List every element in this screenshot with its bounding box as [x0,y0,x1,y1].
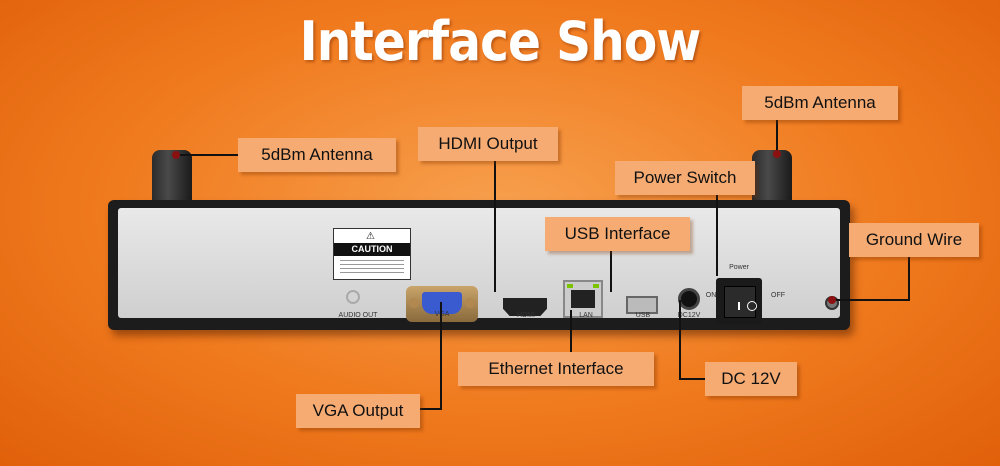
connector-dc-v [679,300,681,380]
lan-led [567,284,573,288]
label-ground-wire: Ground Wire [849,223,979,257]
label-antenna-left: 5dBm Antenna [238,138,396,172]
anchor-antenna-right [773,150,781,158]
on-label: ON [705,292,717,299]
connector-ground-h [832,299,910,301]
connector-hdmi [494,158,496,292]
connector-vga-v [440,302,442,410]
on-symbol-icon [738,302,740,310]
lan-label: LAN [579,312,593,319]
connector-ethernet [570,310,572,354]
switch-rocker [724,286,757,318]
label-dc-12v: DC 12V [705,362,797,396]
connector-power-switch [716,188,718,276]
label-hdmi-output: HDMI Output [418,127,558,161]
connector-dc-h [679,378,707,380]
dc-label: DC12V [677,312,701,319]
page-title: Interface Show [299,10,702,73]
anchor-antenna-left [172,151,180,159]
screw-icon [409,298,419,308]
audio-out-port [346,290,360,304]
dc-jack [678,288,700,310]
connector-usb [610,246,612,292]
nvr-device: ⚠ CAUTION AUDIO OUT VGA HDMI LAN USB DC1… [108,200,850,330]
usb-port [626,296,658,314]
off-label: OFF [771,292,785,299]
power-label: Power [729,264,749,271]
off-symbol-icon [747,301,757,311]
label-usb-interface: USB Interface [545,217,690,251]
rear-panel: ⚠ CAUTION AUDIO OUT VGA HDMI LAN USB DC1… [118,208,840,324]
audio-out-label: AUDIO OUT [338,312,378,319]
caution-fine-print [340,260,404,276]
lan-port [563,280,603,318]
label-vga-output: VGA Output [296,394,420,428]
usb-label: USB [635,312,651,319]
vga-connector [422,292,462,314]
power-switch [716,278,762,324]
hdmi-label: HDMI [517,312,535,319]
connector-antenna-left [176,154,238,156]
caution-sticker: ⚠ CAUTION [333,228,411,280]
hdmi-port [503,298,547,316]
warning-icon: ⚠ [366,231,375,242]
vga-label: VGA [422,311,462,318]
lan-socket [571,290,595,308]
connector-vga-h [420,408,442,410]
label-power-switch: Power Switch [615,161,755,195]
lan-led [593,284,599,288]
label-ethernet-interface: Ethernet Interface [458,352,654,386]
anchor-ground [828,296,836,304]
connector-antenna-right-h [776,118,778,156]
caution-text: CAUTION [334,243,410,256]
connector-ground-v [908,256,910,300]
vga-port [406,286,478,322]
label-antenna-right: 5dBm Antenna [742,86,898,120]
screw-icon [465,298,475,308]
